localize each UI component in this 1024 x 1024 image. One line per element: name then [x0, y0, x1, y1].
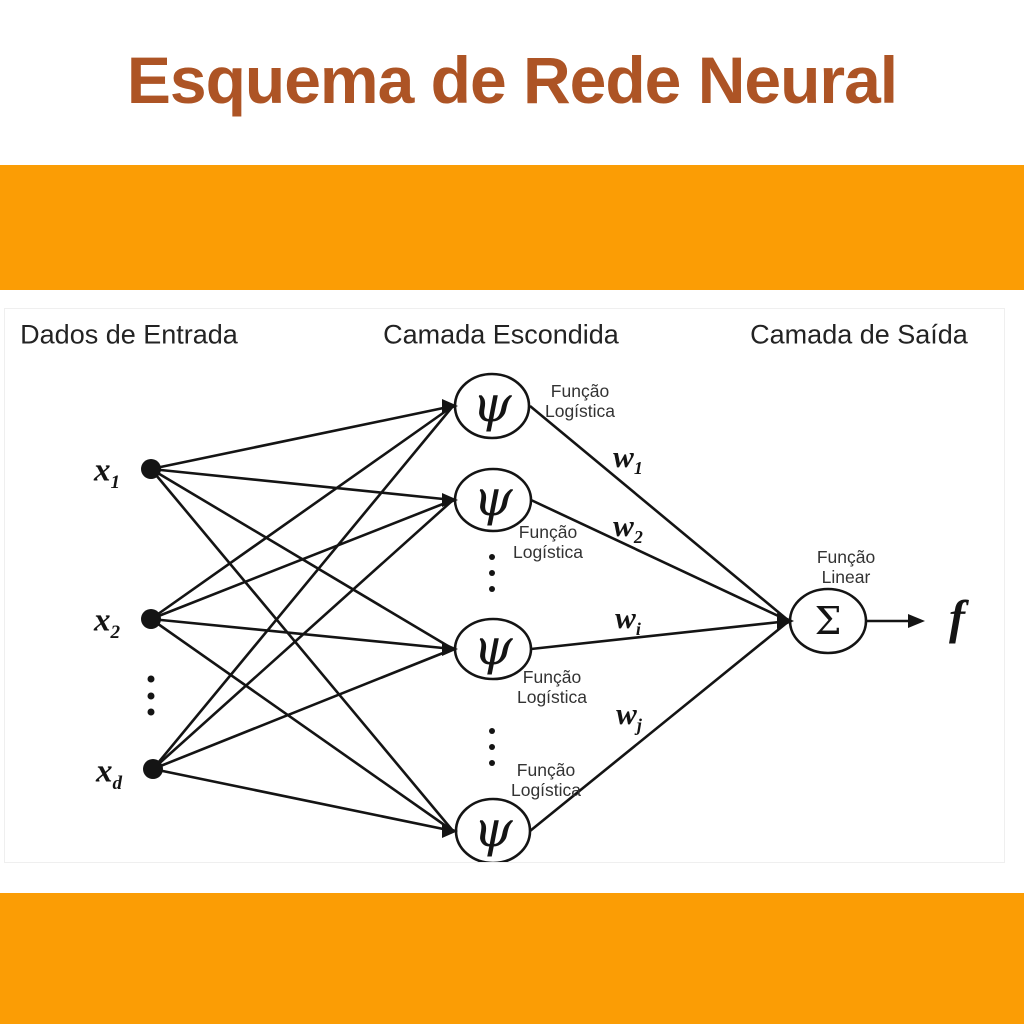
- psi-symbol: ψ: [473, 800, 513, 858]
- weight-label-sub: 2: [633, 527, 643, 548]
- connection-line: [150, 468, 454, 832]
- input-node-dots: [141, 459, 163, 779]
- activation-label-line1: Função: [522, 667, 582, 687]
- arrowhead: [442, 824, 458, 838]
- weight-label-base: w: [613, 508, 634, 543]
- weight-label-wi: wi: [615, 600, 641, 640]
- connection-line: [152, 647, 454, 771]
- hidden-to-output-connections: [529, 404, 790, 833]
- connection-line: [530, 498, 790, 623]
- ellipsis-dots: [147, 554, 495, 766]
- weight-label-sub: j: [636, 715, 642, 736]
- ellipsis-dot: [489, 744, 495, 750]
- input-label-sub: d: [112, 773, 123, 795]
- connection-line: [151, 405, 455, 770]
- output-function-label: Função Linear: [817, 547, 875, 587]
- input-to-hidden-connections: [150, 404, 455, 833]
- neural-network-diagram: Dados de Entrada Camada Escondida Camada…: [4, 308, 1005, 863]
- psi-symbol: ψ: [472, 375, 512, 433]
- ellipsis-dot: [147, 708, 155, 716]
- page-title: Esquema de Rede Neural: [126, 43, 898, 117]
- arrowheads: [442, 399, 794, 838]
- activation-label-line1: Função: [550, 381, 610, 401]
- arrowhead: [777, 613, 794, 629]
- input-node-dot: [143, 759, 163, 779]
- weight-label-w1: w1: [613, 439, 643, 479]
- psi-symbol: ψ: [473, 469, 513, 527]
- weight-label-base: w: [616, 696, 637, 731]
- arrowhead: [442, 493, 458, 507]
- activation-label-line1: Função: [518, 522, 578, 542]
- psi-symbol: ψ: [473, 618, 513, 676]
- connection-line: [530, 619, 790, 651]
- output-result-label: f: [949, 591, 965, 645]
- input-node-dot: [141, 459, 161, 479]
- neuron-nodes: [453, 372, 868, 862]
- weight-label-sub: i: [635, 619, 641, 640]
- sigma-symbol: Σ: [814, 599, 842, 643]
- ellipsis-dot: [489, 760, 495, 766]
- connection-line: [150, 404, 454, 621]
- connection-line: [152, 499, 454, 770]
- weight-label-base: w: [613, 439, 634, 474]
- connection-line: [529, 404, 790, 623]
- top-orange-band: [0, 165, 1024, 290]
- ellipsis-dot: [489, 728, 495, 734]
- ellipsis-dot: [147, 675, 155, 683]
- connection-line: [150, 404, 454, 471]
- connection-line: [150, 617, 454, 833]
- connection-line: [150, 467, 454, 502]
- output-function-line1: Função: [816, 547, 876, 567]
- activation-label-line2: Logística: [544, 401, 616, 421]
- weight-label-sub: 1: [633, 458, 643, 479]
- input-label-base: x: [93, 452, 111, 489]
- connection-line: [150, 498, 454, 621]
- weight-label-w2: w2: [613, 508, 643, 548]
- ellipsis-dot: [147, 692, 155, 700]
- ellipsis-dot: [489, 586, 495, 592]
- header-output-layer: Camada de Saída: [750, 319, 968, 350]
- input-node-dot: [141, 609, 161, 629]
- weight-label-base: w: [615, 600, 636, 635]
- activation-label-1: Função Logística: [545, 381, 615, 421]
- connection-line: [152, 767, 454, 833]
- network-graph: [141, 372, 925, 862]
- input-label-x1: x1: [93, 452, 121, 494]
- weight-label-wj: wj: [616, 696, 642, 736]
- arrowhead: [442, 399, 458, 413]
- input-label-x2: x2: [93, 602, 121, 644]
- connection-line: [529, 619, 790, 833]
- activation-label-3: Função Logística: [517, 667, 587, 707]
- input-label-sub: 2: [110, 622, 121, 644]
- output-arrow: [867, 614, 925, 628]
- input-label-sub: 1: [110, 472, 121, 494]
- arrowhead: [442, 642, 458, 656]
- ellipsis-dot: [489, 554, 495, 560]
- header-hidden-layer: Camada Escondida: [383, 319, 619, 350]
- ellipsis-dot: [489, 570, 495, 576]
- input-label-xd: xd: [95, 753, 123, 795]
- input-label-base: x: [93, 602, 111, 639]
- activation-label-2: Função Logística: [513, 522, 583, 562]
- bottom-orange-band: [0, 893, 1024, 1024]
- arrowhead: [908, 614, 925, 628]
- activation-label-line2: Logística: [512, 542, 584, 562]
- input-label-base: x: [95, 753, 113, 790]
- activation-label-line2: Logística: [516, 687, 588, 707]
- activation-label-line2: Logística: [510, 780, 582, 800]
- activation-label-4: Função Logística: [511, 760, 581, 800]
- activation-label-line1: Função: [516, 760, 576, 780]
- output-function-line2: Linear: [821, 567, 871, 587]
- header-input-layer: Dados de Entrada: [20, 319, 238, 350]
